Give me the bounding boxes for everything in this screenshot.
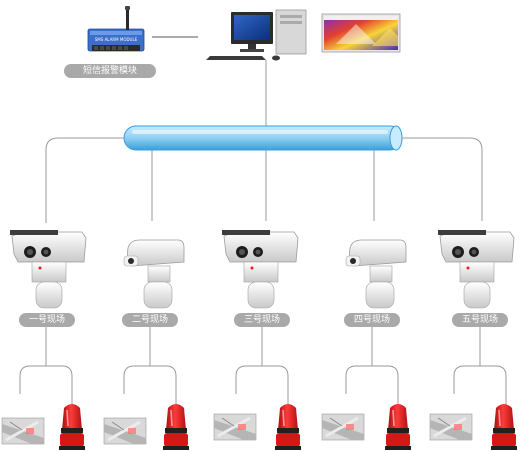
alarm-light-icon-site-4 [384, 403, 412, 451]
thermal-image-icon-site-3 [212, 412, 258, 442]
thermal-image-icon-site-2 [102, 416, 148, 446]
thermal-image-icon-site-4 [320, 412, 366, 442]
camera-icon-site-3 [221, 229, 299, 309]
network-bus-icon [123, 125, 403, 151]
alarm-light-icon-site-2 [162, 403, 190, 451]
camera-icon-site-4 [345, 239, 407, 309]
site-label-1: 一号现场 [19, 313, 75, 327]
camera-icon-site-1 [9, 229, 87, 309]
site-label-2: 二号现场 [122, 313, 178, 327]
thermal-monitor-icon [321, 13, 401, 53]
sms-module-board-text: SMS ALARM MODULE [95, 37, 138, 42]
computer-icon [206, 9, 307, 61]
camera-icon-site-2 [123, 239, 185, 309]
site-label-4: 四号现场 [344, 313, 400, 327]
site-label-5: 五号现场 [452, 313, 508, 327]
alarm-light-icon-site-5 [490, 403, 518, 451]
sms-module-icon: SMS ALARM MODULE [87, 6, 145, 52]
site-branch-lines [19, 327, 507, 408]
thermal-image-icon-site-1 [0, 416, 46, 446]
camera-icon-site-5 [437, 229, 515, 309]
alarm-light-icon-site-1 [58, 403, 86, 451]
alarm-light-icon-site-3 [274, 403, 302, 451]
site-label-3: 三号现场 [234, 313, 290, 327]
sms-module-label: 短信报警模块 [64, 64, 156, 78]
thermal-image-icon-site-5 [428, 412, 474, 442]
bus-drop-lines [45, 137, 483, 223]
